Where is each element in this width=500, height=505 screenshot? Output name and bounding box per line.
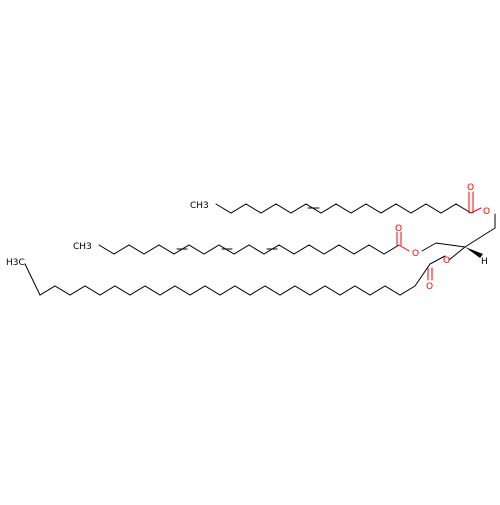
bottom-ester-oxygen-label: O [443,256,450,266]
middle-ester-oxygen-label: O [412,249,419,259]
stereo-hydrogen-label: H [481,257,488,267]
backbone-ch-o-bottom [448,246,466,261]
glycerol-backbone [421,227,496,261]
bottom-chain-bonds [24,255,446,296]
top-chain-bonds [215,203,472,214]
middle-ester-bond [398,244,410,252]
backbone-ch-ch2 [464,227,496,248]
top-methyl-label: CH3 [190,201,209,211]
middle-carbonyl-oxygen-label: O [395,224,402,234]
backbone-ch2-o-middle [421,242,437,252]
middle-chain-bonds [98,244,400,255]
middle-methyl-label: CH3 [73,242,92,252]
top-acyl-chain [215,191,496,229]
bottom-methyl-label: H3C [6,258,25,268]
bottom-acyl-chain [24,255,446,296]
backbone-ch2-ch [435,242,466,248]
bottom-carbonyl-oxygen-label: O [426,282,433,292]
top-ester-bond [470,207,482,214]
top-carbonyl-oxygen-label: O [467,183,474,193]
middle-acyl-chain [98,231,410,255]
stereo-wedge [465,247,483,258]
top-ester-oxygen-label: O [483,207,490,217]
